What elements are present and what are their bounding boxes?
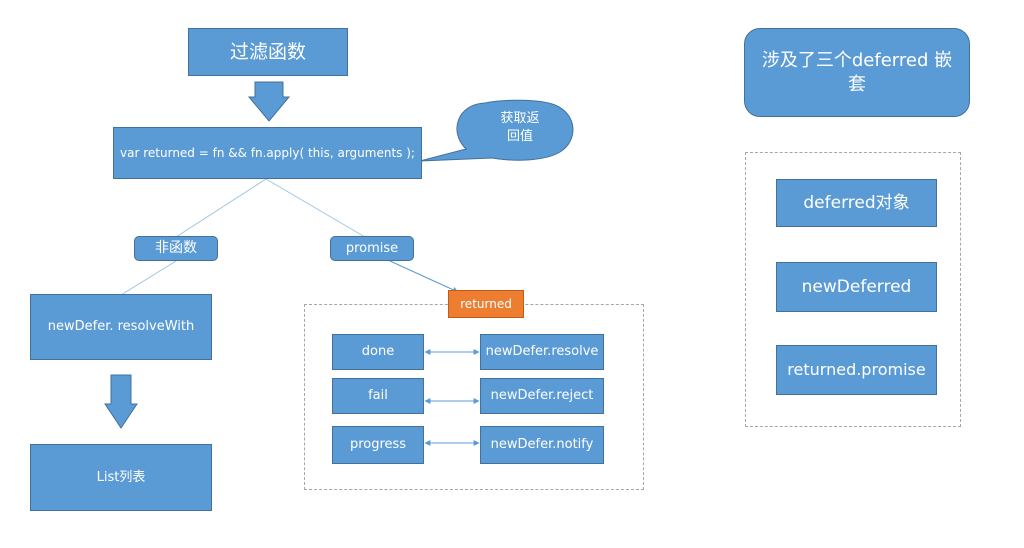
method-left-fail-label: fail (368, 388, 388, 404)
resolve-with-label: newDefer. resolveWith (47, 319, 195, 335)
returned-badge: returned (448, 290, 524, 318)
deferred-object-box: deferred对象 (776, 179, 937, 227)
connector-code-to-nonfunction (175, 178, 267, 238)
list-label: List列表 (96, 469, 146, 485)
method-right-reject-label: newDefer.reject (490, 388, 594, 404)
method-right-notify: newDefer.notify (480, 426, 604, 464)
nested-title-box: 涉及了三个deferred 嵌套 (744, 28, 970, 117)
callout-line-1: 获取返 (500, 111, 540, 126)
promise-tag: promise (330, 236, 414, 261)
filter-function-box: 过滤函数 (188, 28, 348, 76)
new-deferred-box: newDeferred (776, 262, 937, 312)
method-left-done: done (332, 334, 424, 370)
non-function-tag: 非函数 (134, 236, 218, 261)
method-left-progress-label: progress (349, 437, 407, 453)
connector-nonfunction-to-resolve (120, 260, 177, 296)
list-box: List列表 (30, 444, 212, 511)
down-arrow-resolve (104, 374, 138, 429)
method-right-resolve-label: newDefer.resolve (485, 344, 599, 360)
callout-text: 获取返 回值 (490, 110, 550, 146)
deferred-object-label: deferred对象 (803, 192, 910, 213)
connector-promise-to-returned (389, 260, 459, 293)
code-line-box: var returned = fn && fn.apply( this, arg… (113, 127, 422, 179)
method-right-resolve: newDefer.resolve (480, 334, 604, 370)
nested-title-label: 涉及了三个deferred 嵌套 (761, 49, 953, 95)
method-left-done-label: done (361, 344, 395, 360)
returned-promise-box: returned.promise (776, 345, 937, 395)
new-deferred-label: newDeferred (801, 276, 912, 297)
resolve-with-box: newDefer. resolveWith (30, 294, 212, 360)
filter-function-label: 过滤函数 (229, 40, 306, 63)
down-arrow-filter (247, 81, 291, 122)
method-left-fail: fail (332, 378, 424, 414)
returned-promise-label: returned.promise (787, 360, 926, 380)
method-left-progress: progress (332, 426, 424, 464)
connector-code-to-promise (265, 178, 366, 238)
callout-line-2: 回值 (506, 129, 533, 144)
promise-label: promise (345, 240, 399, 256)
returned-label: returned (460, 296, 512, 311)
non-function-label: 非函数 (155, 240, 197, 257)
callout-bubble (419, 99, 574, 162)
method-right-notify-label: newDefer.notify (490, 437, 594, 453)
method-right-reject: newDefer.reject (480, 378, 604, 414)
deferred-dashed-group (745, 152, 961, 427)
code-line-label: var returned = fn && fn.apply( this, arg… (120, 145, 415, 160)
